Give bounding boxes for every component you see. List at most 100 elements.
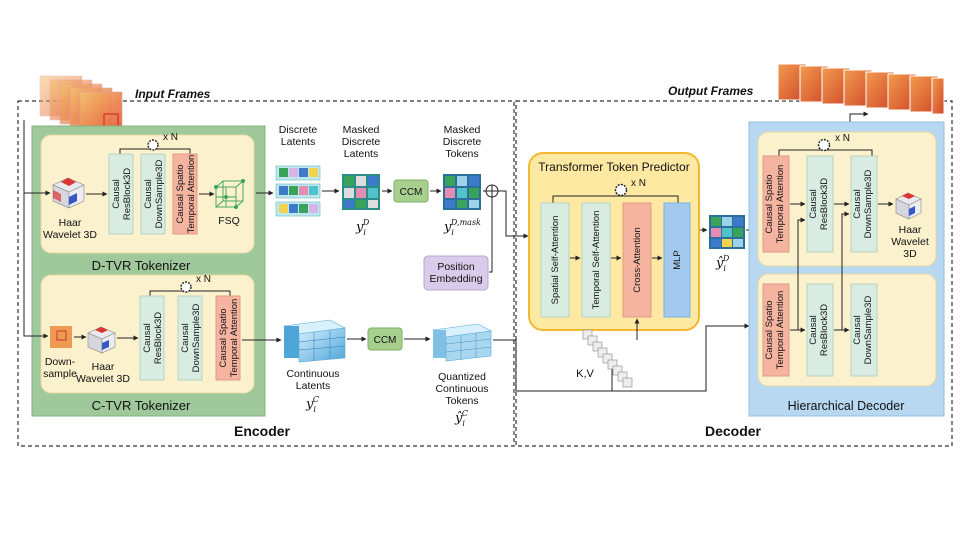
decoder-upper-downsample-label: CausalDownSample3D <box>852 170 874 239</box>
encoder-container <box>17 100 515 447</box>
decoder-upper-resblock-label: CausalResBlock3D <box>808 178 830 230</box>
decoder-container <box>515 100 953 447</box>
predicted-tokens-grid <box>709 215 745 249</box>
sum-to-predictor-arrow <box>498 190 529 239</box>
decoder-title: Hierarchical Decoder <box>788 399 905 413</box>
masked-latents-symbol: yiD <box>355 218 370 237</box>
decoder-upper-downsample-block <box>850 155 878 253</box>
dtvr-haar-label-2: Wavelet 3D <box>43 229 97 241</box>
ctvr-gear-icon <box>180 281 192 293</box>
cross-attention-label: Cross-Attention <box>632 227 643 292</box>
decoder-repeat-label: x N <box>835 133 850 144</box>
dtvr-attention-label: Causal SpatioTemporal Attention <box>175 155 197 234</box>
ccm-top-block <box>393 179 429 203</box>
ctvr-tokenizer-title: C-TVR Tokenizer <box>92 398 191 413</box>
position-to-sum-line <box>489 197 493 273</box>
spatial-attention-block <box>540 202 570 318</box>
ctvr-attention-block <box>215 295 241 381</box>
predictor-title: Transformer Token Predictor <box>538 160 689 174</box>
dtvr-resblock-block <box>108 153 134 235</box>
ctvr-downsample-label: CausalDownSample3D <box>180 304 202 373</box>
ctvr-haar-label-1: Haar <box>92 361 115 373</box>
dtvr-tokenizer-title: D-TVR Tokenizer <box>92 258 191 273</box>
quantized-to-decoder-line <box>493 323 750 392</box>
ccm-bottom-label: CCM <box>374 335 397 346</box>
dtvr-downsample-block <box>140 153 166 235</box>
masked-tokens-grid <box>443 174 481 210</box>
haar-cube-icon <box>52 177 85 209</box>
kv-label: K,V <box>576 368 594 380</box>
temporal-attention-block <box>581 202 611 318</box>
decoder-lower-downsample-label: CausalDownSample3D <box>852 296 874 365</box>
ctvr-downsample-in-1: Down- <box>45 356 76 368</box>
predicted-tokens-symbol: ŷiD <box>715 254 730 273</box>
mlp-label: MLP <box>672 250 683 270</box>
ctvr-attention-label: Causal SpatioTemporal Attention <box>218 299 240 378</box>
continuous-latents-tiles <box>283 319 346 363</box>
spatial-attention-label: Spatial Self-Attention <box>550 216 561 305</box>
discrete-latents-tiles <box>275 165 321 217</box>
quantized-tokens-symbol: ŷiC <box>454 409 468 428</box>
dtvr-haar-label-1: Haar <box>59 217 82 229</box>
decoder-lower-downsample-block <box>850 283 878 377</box>
decoder-lower-attention-block <box>762 283 790 377</box>
output-frames-label: Output Frames <box>668 84 754 98</box>
fsq-lattice-icon <box>214 179 245 209</box>
masked-latents-grid <box>342 174 380 210</box>
decoder-upper-box <box>757 131 937 267</box>
decoder-lower-to-upper-link <box>841 211 850 330</box>
decoder-skip-link <box>797 217 806 330</box>
ccm-top-label: CCM <box>400 187 423 198</box>
decoder-haar-cube-icon <box>895 192 922 220</box>
input-frames-label: Input Frames <box>135 87 211 101</box>
decoder-upper-attention-block <box>762 155 790 253</box>
ctvr-resblock-block <box>139 295 165 381</box>
masked-tokens-symbol: yiD,mask <box>443 218 481 237</box>
predictor-repeat-loop <box>552 195 679 204</box>
output-frames-stack <box>777 63 945 115</box>
encoder-section-label: Encoder <box>234 423 291 439</box>
position-embedding-block <box>423 255 489 291</box>
decoder-gear-icon <box>817 138 831 152</box>
decoder-lower-attention-label: Causal SpatioTemporal Attention <box>764 291 786 370</box>
dtvr-attention-block <box>172 153 198 235</box>
predictor-gear-icon <box>614 183 628 197</box>
dtvr-resblock-label: CausalResBlock3D <box>111 168 133 220</box>
decoder-section-label: Decoder <box>705 423 762 439</box>
downsample-frame-icon <box>50 326 72 348</box>
decoder-lower-resblock-block <box>806 283 834 377</box>
decoder-upper-attention-label: Causal SpatioTemporal Attention <box>764 165 786 244</box>
mlp-block <box>663 202 691 318</box>
continuous-latents-symbol: yiC <box>305 395 319 414</box>
dtvr-repeat-label: x N <box>163 132 178 143</box>
dtvr-downsample-label: CausalDownSample3D <box>143 160 165 229</box>
kv-token-stack <box>582 329 633 388</box>
quantized-tokens-tiles <box>432 323 492 362</box>
ctvr-resblock-label: CausalResBlock3D <box>142 312 164 364</box>
ctvr-repeat-label: x N <box>196 274 211 285</box>
cross-attention-block <box>622 202 652 318</box>
decoder-upper-resblock-block <box>806 155 834 253</box>
ccm-bottom-block <box>367 327 403 351</box>
decoder-output-arrow <box>849 111 869 122</box>
ctvr-haar-label-2: Wavelet 3D <box>76 373 130 385</box>
decoder-lower-resblock-label: CausalResBlock3D <box>808 304 830 356</box>
predictor-repeat-label: x N <box>631 178 646 189</box>
ctvr-downsample-in-2: sample <box>43 368 77 380</box>
fsq-label: FSQ <box>218 215 240 227</box>
input-to-ctvr-arrow <box>23 193 49 339</box>
temporal-attention-label: Temporal Self-Attention <box>591 211 602 310</box>
ctvr-haar-cube-icon <box>87 326 116 354</box>
input-frames-stack <box>39 75 123 133</box>
predictor-box <box>528 152 700 331</box>
ctvr-downsample-block <box>177 295 203 381</box>
dtvr-gear-icon <box>147 139 159 151</box>
